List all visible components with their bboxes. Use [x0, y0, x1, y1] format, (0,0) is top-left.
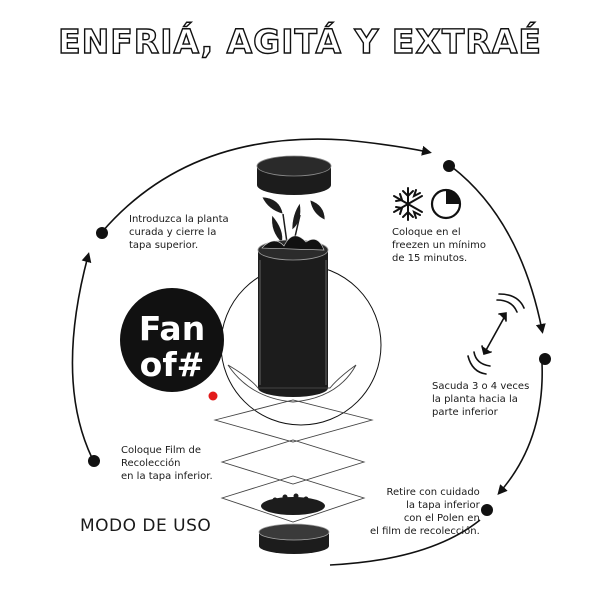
top-lid — [256, 155, 332, 195]
shake-icon — [467, 293, 525, 375]
arc-bottom — [329, 519, 481, 566]
step-3-text: Sacuda 3 o 4 veces la planta hacia la pa… — [432, 381, 530, 418]
logo-line-1: Fan — [139, 309, 205, 348]
step-dot-3 — [539, 353, 551, 365]
collection-films — [213, 364, 374, 523]
logo-line-2: of# — [140, 345, 205, 384]
arc-left — [71, 252, 93, 459]
logo-red-dot — [208, 391, 218, 401]
footer-label: MODO DE USO — [80, 516, 212, 536]
step-dot-4 — [481, 504, 493, 516]
pollen-pile — [261, 493, 325, 515]
step-dot-1 — [96, 227, 108, 239]
brand-logo: Fan of# — [120, 288, 224, 401]
bottom-lid — [258, 523, 330, 554]
cycle-arrows — [71, 138, 546, 566]
step-5-text: Coloque Film de Recolección en la tapa i… — [121, 445, 213, 482]
timer-icon — [430, 188, 462, 220]
step-dot-5 — [88, 455, 100, 467]
arc-upper-right — [451, 166, 546, 334]
step-dots — [88, 160, 551, 516]
snowflake-icon — [393, 187, 423, 221]
step-2-text: Coloque en el freezen un mínimo de 15 mi… — [392, 227, 486, 264]
plant-leaves — [261, 196, 326, 251]
step-1-text: Introduzca la planta curada y cierre la … — [129, 214, 229, 251]
step-4-text: Retire con cuidado la tapa inferior con … — [370, 487, 480, 537]
arc-lower-right — [497, 362, 543, 496]
jar-body — [257, 235, 329, 397]
arc-top — [101, 138, 432, 233]
step-dot-2 — [443, 160, 455, 172]
page-title: ENFRIÁ, AGITÁ Y EXTRAÉ — [57, 21, 542, 61]
